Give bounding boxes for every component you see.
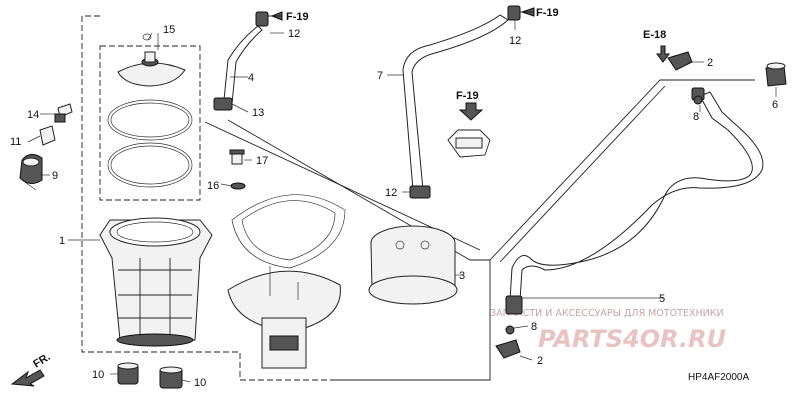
- callout-9: 9: [52, 170, 58, 182]
- fuel-pump-assembly: [227, 266, 341, 369]
- svg-text:F-19: F-19: [536, 7, 559, 19]
- part-2-clip-bottom: [495, 339, 521, 359]
- watermark-site: PARTS4OR.RU: [538, 325, 726, 353]
- part-4-hose: [213, 11, 269, 111]
- part-7-hose: [402, 5, 521, 199]
- callout-2a: 2: [707, 57, 713, 69]
- part-10-grommets: [117, 362, 183, 389]
- leader-lines: [27, 20, 777, 383]
- callout-12b: 12: [385, 187, 397, 199]
- callout-13: 13: [252, 107, 264, 119]
- callout-7: 7: [377, 70, 383, 82]
- frame-lines: [81, 15, 755, 381]
- callout-16: 16: [207, 180, 219, 192]
- callout-6: 6: [772, 99, 778, 111]
- callout-2b: 2: [537, 355, 543, 367]
- watermark-tagline: ЗАПЧАСТИ И АКСЕССУАРЫ ДЛЯ МОТОТЕХНИКИ: [490, 308, 724, 319]
- callout-14: 14: [27, 109, 39, 121]
- callout-15: 15: [163, 24, 175, 36]
- callout-numbers: 15 14 11 9 1 10 10 16 17 13 4 12 7 12 12…: [10, 24, 778, 389]
- ref-f19-center: F-19: [456, 90, 479, 102]
- callout-4: 4: [248, 72, 254, 84]
- svg-text:F-19: F-19: [456, 90, 479, 102]
- svg-text:E-18: E-18: [643, 29, 666, 41]
- part-15-cover-and-orings: [107, 33, 193, 188]
- callout-1: 1: [59, 235, 65, 247]
- callout-17: 17: [256, 155, 268, 167]
- part-5-fuel-hose: [505, 87, 764, 315]
- callout-12a: 12: [288, 28, 300, 40]
- callout-12c: 12: [509, 35, 521, 47]
- parts-16-17: [229, 149, 246, 190]
- part-3-fuel-filter: [368, 225, 458, 305]
- part-8-fittings: [505, 95, 703, 335]
- callout-10a: 10: [92, 369, 104, 381]
- part-1-fuel-tank: [99, 217, 213, 347]
- svg-text:F-19: F-19: [286, 11, 309, 23]
- callout-10b: 10: [194, 377, 206, 389]
- pump-gasket: [231, 194, 346, 269]
- callout-11: 11: [10, 136, 21, 148]
- parts-14-11-9: [19, 103, 73, 191]
- front-label: FR.: [31, 351, 52, 371]
- diagram-code: HP4AF2000A: [688, 372, 749, 383]
- ref-e18: E-18: [643, 29, 670, 63]
- callout-3: 3: [459, 270, 465, 282]
- callout-8b: 8: [531, 321, 537, 333]
- ref-f19-top-left: F-19: [268, 11, 309, 23]
- ref-f19-top-mid: F-19: [520, 7, 559, 19]
- part-6-grommet: [765, 62, 787, 87]
- part-2-clip-top: [667, 51, 693, 71]
- callout-8a: 8: [693, 111, 699, 123]
- f19-clip: [447, 102, 491, 158]
- front-arrow-icon: FR.: [10, 351, 53, 387]
- callout-5: 5: [659, 293, 665, 305]
